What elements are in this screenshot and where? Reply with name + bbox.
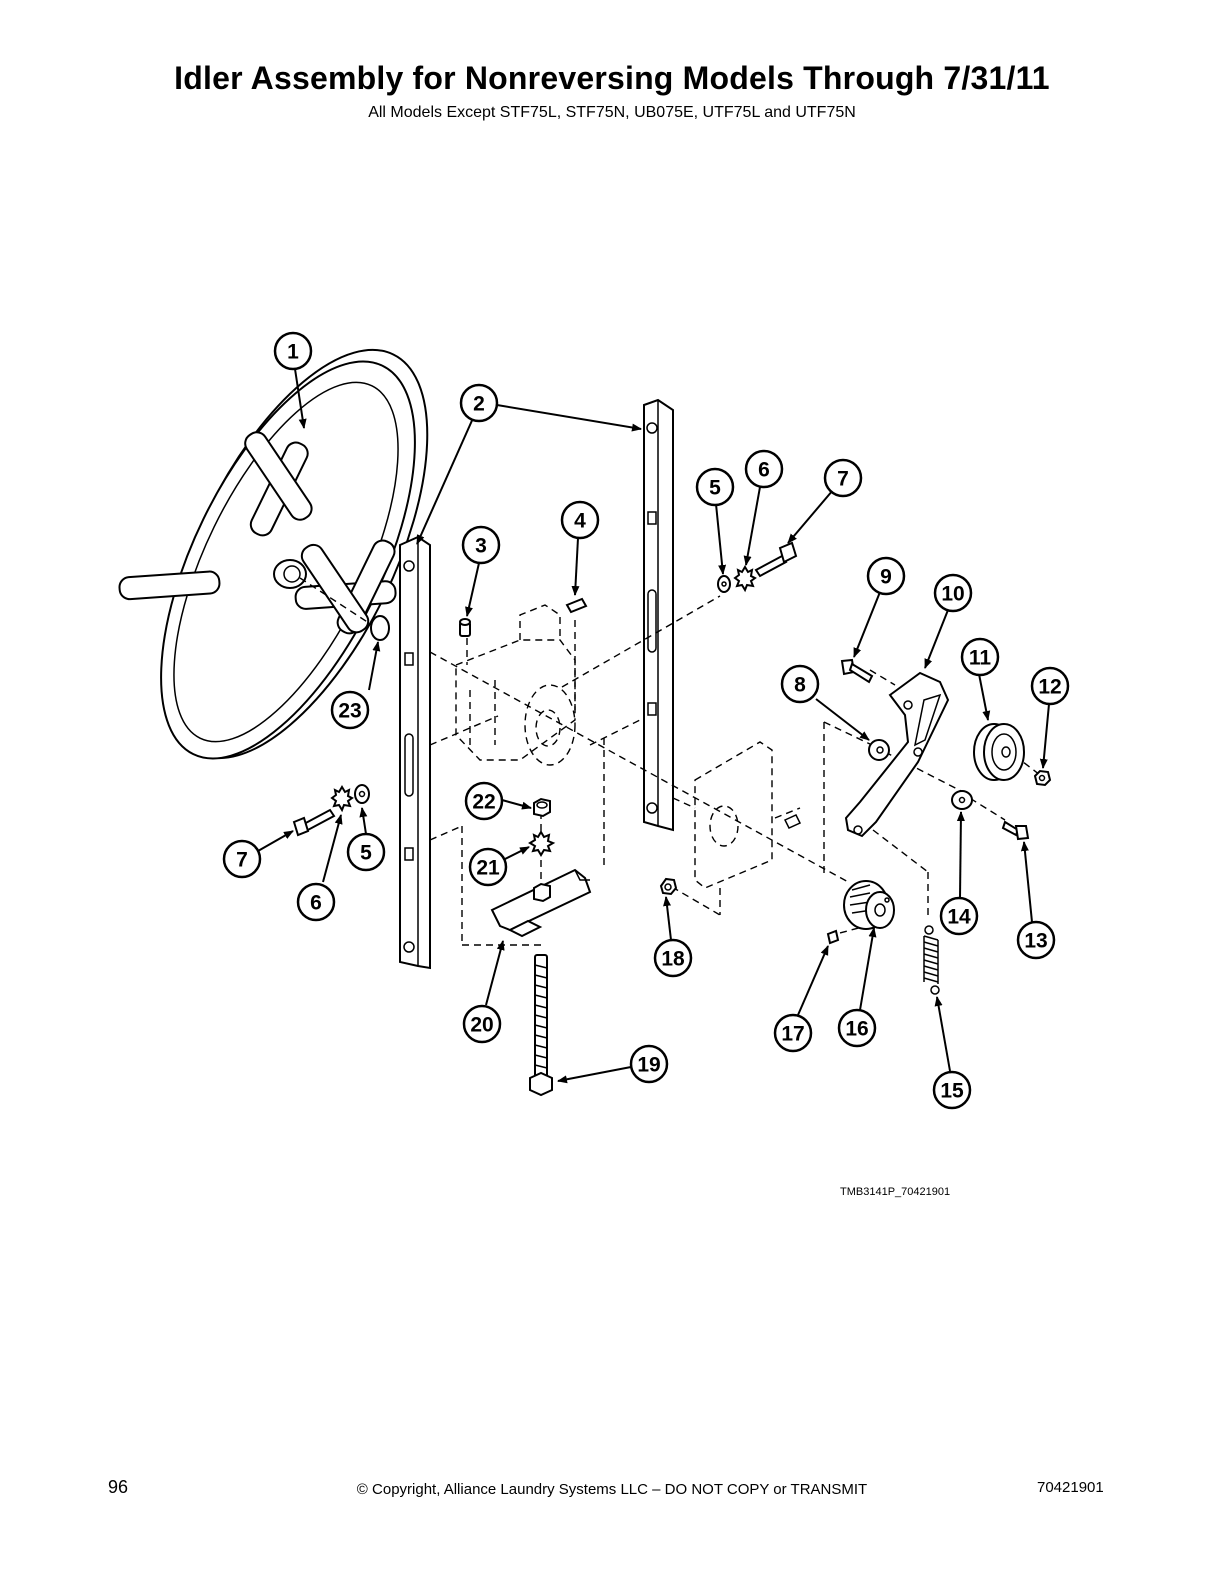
callout-9: 9 bbox=[866, 556, 906, 596]
page-number: 96 bbox=[108, 1477, 129, 1497]
document-number: 70421901 bbox=[1037, 1479, 1104, 1496]
svg-text:8: 8 bbox=[794, 674, 806, 697]
long-bolt bbox=[529, 954, 553, 1097]
callout-17: 17 bbox=[773, 1013, 813, 1053]
large-pulley bbox=[118, 348, 429, 760]
callout-6-lower: 6 bbox=[296, 882, 336, 922]
drive-pulley bbox=[843, 880, 895, 930]
svg-text:6: 6 bbox=[310, 892, 322, 915]
svg-text:5: 5 bbox=[709, 477, 721, 500]
svg-text:21: 21 bbox=[476, 857, 500, 880]
svg-text:13: 13 bbox=[1024, 930, 1047, 953]
spacer bbox=[868, 739, 890, 761]
page-subtitle: All Models Except STF75L, STF75N, UB075E… bbox=[368, 104, 856, 121]
key bbox=[565, 597, 588, 614]
svg-text:12: 12 bbox=[1038, 676, 1061, 699]
callout-11: 11 bbox=[960, 637, 1000, 677]
svg-text:15: 15 bbox=[940, 1080, 964, 1103]
callout-16: 16 bbox=[837, 1008, 877, 1048]
callout-5-lower: 5 bbox=[346, 832, 386, 872]
pulley-set-screw bbox=[826, 929, 840, 945]
flat-washer bbox=[951, 790, 973, 810]
idler-arm bbox=[844, 671, 950, 838]
svg-text:11: 11 bbox=[969, 647, 992, 670]
hex-nut bbox=[659, 877, 678, 896]
callout-12: 12 bbox=[1030, 666, 1070, 706]
svg-text:16: 16 bbox=[845, 1018, 868, 1041]
drawing-id: TMB3141P_70421901 bbox=[840, 1186, 951, 1198]
svg-text:19: 19 bbox=[637, 1054, 660, 1077]
svg-text:23: 23 bbox=[338, 700, 361, 723]
callout-18: 18 bbox=[653, 938, 693, 978]
svg-text:7: 7 bbox=[837, 468, 849, 491]
idler-pulley bbox=[973, 723, 1025, 781]
callout-4: 4 bbox=[560, 500, 600, 540]
svg-text:3: 3 bbox=[475, 535, 487, 558]
support-bar-left bbox=[399, 535, 431, 970]
callout-20: 20 bbox=[462, 1004, 502, 1044]
motor-plate-phantom bbox=[694, 741, 802, 889]
svg-text:22: 22 bbox=[472, 791, 495, 814]
phantom-housing bbox=[455, 604, 576, 766]
set-screw bbox=[459, 618, 471, 637]
svg-text:7: 7 bbox=[236, 849, 248, 872]
callout-15: 15 bbox=[932, 1070, 972, 1110]
callout-14: 14 bbox=[939, 896, 979, 936]
svg-text:2: 2 bbox=[473, 393, 485, 416]
callout-6-upper: 6 bbox=[744, 449, 784, 489]
svg-text:5: 5 bbox=[360, 842, 372, 865]
callout-21: 21 bbox=[468, 847, 508, 887]
arm-bolt bbox=[1001, 820, 1030, 841]
callout-23: 23 bbox=[330, 690, 370, 730]
callout-5-upper: 5 bbox=[695, 467, 735, 507]
callout-10: 10 bbox=[933, 573, 973, 613]
tension-spring bbox=[923, 925, 940, 995]
retaining-ring bbox=[370, 615, 390, 641]
upper-fasteners bbox=[717, 541, 798, 593]
copyright-notice: © Copyright, Alliance Laundry Systems LL… bbox=[356, 1481, 868, 1498]
callout-13: 13 bbox=[1016, 920, 1056, 960]
svg-text:14: 14 bbox=[947, 906, 971, 929]
nut-and-lockwasher bbox=[528, 797, 556, 857]
callout-22: 22 bbox=[464, 781, 504, 821]
svg-text:20: 20 bbox=[470, 1014, 493, 1037]
svg-text:6: 6 bbox=[758, 459, 770, 482]
callout-8: 8 bbox=[780, 664, 820, 704]
support-bar-right bbox=[643, 398, 674, 832]
callout-7-lower: 7 bbox=[222, 839, 262, 879]
callout-3: 3 bbox=[461, 525, 501, 565]
lower-fasteners bbox=[292, 784, 370, 837]
svg-text:17: 17 bbox=[781, 1023, 804, 1046]
callout-1: 1 bbox=[273, 331, 313, 371]
svg-text:18: 18 bbox=[661, 948, 685, 971]
svg-text:1: 1 bbox=[287, 341, 299, 364]
callout-2: 2 bbox=[459, 383, 499, 423]
svg-text:10: 10 bbox=[941, 583, 964, 606]
leader-lines bbox=[257, 368, 1050, 1084]
pivot-bolt bbox=[840, 658, 874, 684]
adjuster-bracket bbox=[490, 868, 592, 938]
pulley-nut bbox=[1033, 769, 1052, 787]
page-title: Idler Assembly for Nonreversing Models T… bbox=[174, 60, 1050, 96]
callout-7-upper: 7 bbox=[823, 458, 863, 498]
callout-19: 19 bbox=[629, 1044, 669, 1084]
svg-text:9: 9 bbox=[880, 566, 892, 589]
svg-text:4: 4 bbox=[574, 510, 586, 533]
